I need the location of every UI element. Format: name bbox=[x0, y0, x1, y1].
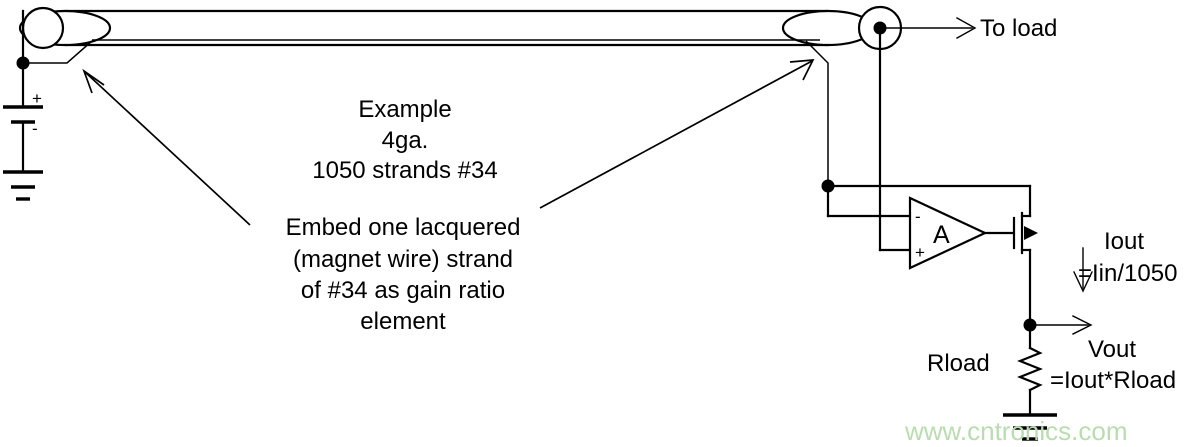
iout-current-arrow bbox=[1073, 247, 1093, 293]
strand-right-breakout bbox=[805, 40, 829, 186]
feedback-network bbox=[821, 179, 1032, 218]
to-load-label: To load bbox=[980, 15, 1057, 42]
mosfet-body-arrow-icon bbox=[1024, 226, 1038, 240]
source-battery-group: + - bbox=[3, 9, 43, 201]
vout-label: Vout bbox=[1088, 336, 1136, 363]
embedded-strand bbox=[23, 39, 829, 186]
watermark-label: www.cntronics.com bbox=[904, 416, 1128, 446]
example-label-line1: Example bbox=[358, 96, 451, 123]
vout-arrowhead-icon bbox=[1072, 315, 1093, 335]
op-amp-inverting-label: - bbox=[915, 207, 921, 226]
right-annotation-arrowhead-icon bbox=[789, 59, 815, 81]
iout-label: Iout bbox=[1104, 228, 1144, 255]
note-label-line2: (magnet wire) strand bbox=[293, 246, 513, 273]
cable-conductor bbox=[18, 5, 903, 51]
vout-formula-label: =Iout*Rload bbox=[1050, 367, 1176, 394]
example-label-line3: 1050 strands #34 bbox=[312, 157, 497, 184]
to-load-group bbox=[873, 17, 977, 252]
note-label-line3: of #34 as gain ratio bbox=[301, 277, 505, 304]
mosfet bbox=[1012, 211, 1038, 327]
op-amp-triangle bbox=[908, 196, 988, 270]
battery-plus-sign: + bbox=[32, 89, 42, 108]
rload-network bbox=[1003, 315, 1093, 441]
vout-junction-node bbox=[1023, 318, 1037, 332]
load-junction-node bbox=[873, 21, 887, 35]
strand-left-breakout bbox=[23, 40, 93, 64]
note-label-line4: element bbox=[360, 308, 446, 335]
op-amp: - + A bbox=[908, 196, 1015, 270]
left-annotation-arrow-shaft bbox=[84, 71, 251, 226]
to-load-arrowhead-icon bbox=[956, 17, 977, 39]
example-label-line2: 4ga. bbox=[382, 127, 429, 154]
rload-label: Rload bbox=[927, 350, 990, 377]
op-amp-noninverting-label: + bbox=[915, 243, 925, 262]
iout-formula-label: =Iin/1050 bbox=[1078, 260, 1177, 287]
op-amp-gain-label: A bbox=[933, 221, 950, 249]
battery-minus-sign: - bbox=[32, 119, 38, 138]
cable-left-face-circle bbox=[21, 6, 65, 50]
annotation-arrows bbox=[82, 59, 815, 226]
rload-resistor-zigzag bbox=[1017, 346, 1043, 392]
note-label-line1: Embed one lacquered bbox=[286, 214, 521, 241]
iout-arrowhead-icon bbox=[1073, 271, 1093, 293]
left-annotation-arrowhead-icon bbox=[82, 68, 105, 94]
battery-junction-node bbox=[16, 56, 30, 70]
right-annotation-arrow-shaft bbox=[539, 60, 813, 209]
